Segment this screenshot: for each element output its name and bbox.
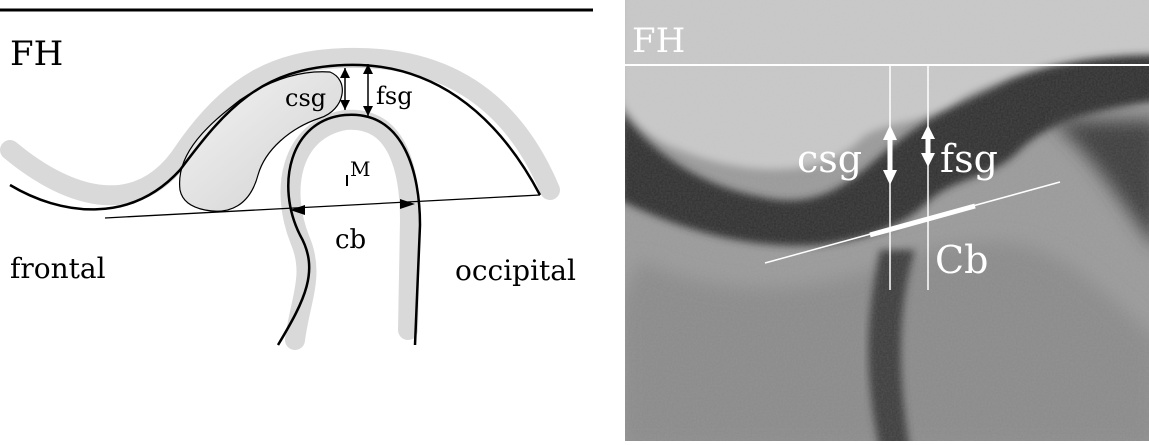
- fh-label: FH: [10, 34, 63, 74]
- csg-arrow-top: [340, 68, 350, 78]
- frontal-label: frontal: [10, 252, 106, 285]
- csg-arrow-bottom: [340, 100, 350, 110]
- csg-label: csg: [285, 84, 326, 112]
- cb-baseline: [105, 195, 540, 218]
- fsg-label: fsg: [376, 82, 413, 110]
- schematic-diagram: FH csg fsg M cb frontal occipital: [0, 10, 593, 345]
- mri-fh-label: FH: [632, 21, 685, 61]
- mri-csg-label: csg: [797, 137, 862, 181]
- mri-panel: FH csg fsg Cb: [620, 0, 1149, 441]
- mri-fsg-label: fsg: [940, 137, 998, 181]
- cb-label: cb: [335, 225, 366, 255]
- occipital-label: occipital: [455, 254, 576, 287]
- mri-grain: [625, 0, 1149, 441]
- mri-cb-label: Cb: [935, 238, 988, 282]
- m-label: M: [350, 157, 370, 181]
